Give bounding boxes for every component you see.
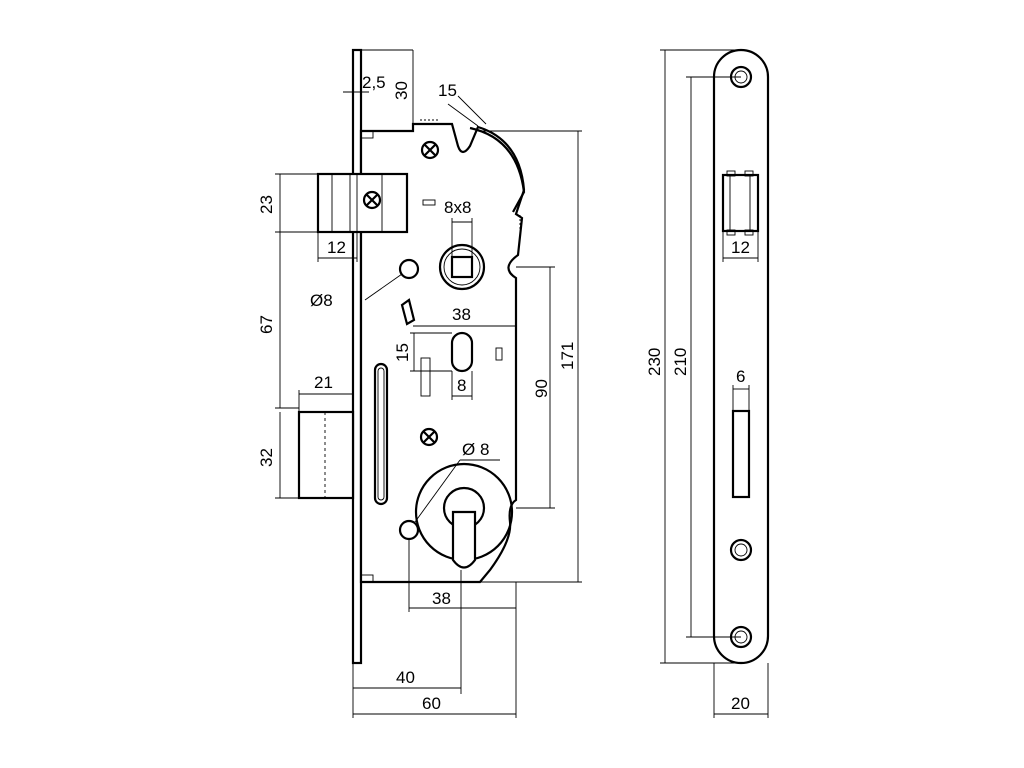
dim-centre-distance: 90 [532, 379, 551, 398]
dim-latch-height: 23 [257, 195, 276, 214]
dim-slot-width: 8 [457, 376, 466, 395]
dim-front-width: 20 [731, 694, 750, 713]
screw-top [420, 140, 440, 160]
front-dimensions [660, 49, 769, 718]
front-faceplate [712, 48, 770, 665]
spindle-hub [438, 243, 486, 291]
dim-front-bolt-width: 6 [736, 367, 745, 386]
dim-latch-angle: 15 [438, 81, 457, 100]
front-bolt-opening [731, 409, 751, 499]
dead-bolt [297, 410, 355, 500]
dim-faceplate-thickness: 2,5 [362, 73, 386, 92]
lower-hole [398, 519, 420, 541]
front-view [712, 48, 770, 665]
dim-backset: 40 [396, 668, 415, 687]
faceplate [351, 48, 363, 665]
oval-slot [450, 331, 474, 373]
dim-hole-upper: Ø8 [310, 291, 333, 310]
dim-latch-depth: 12 [327, 238, 346, 257]
dim-cylinder-hole: Ø 8 [462, 440, 489, 459]
dim-case-height: 171 [558, 342, 577, 370]
front-latch-opening [721, 170, 760, 236]
dim-cylinder-offset: 38 [432, 589, 451, 608]
dim-bolt-height: 32 [257, 448, 276, 467]
side-dimensions [275, 49, 582, 718]
dim-spindle-offset: 38 [452, 305, 471, 324]
latch-bolt [316, 172, 409, 234]
front-screw-hole-middle [729, 538, 753, 562]
dim-spindle: 8x8 [444, 198, 471, 217]
side-view [297, 48, 526, 665]
dim-bolt-projection: 21 [314, 373, 333, 392]
upper-hole [398, 258, 420, 280]
dim-top-offset: 30 [392, 81, 411, 100]
dim-slot-height: 15 [393, 343, 412, 362]
dim-front-total: 230 [645, 348, 664, 376]
dim-front-holes: 210 [671, 348, 690, 376]
dim-spacing-67: 67 [257, 315, 276, 334]
dim-front-latch-width: 12 [731, 238, 750, 257]
cylinder-profile [414, 462, 514, 569]
screw-lower [419, 427, 439, 447]
dim-case-depth: 60 [422, 694, 441, 713]
long-slot [373, 362, 389, 506]
screw-latch [362, 190, 382, 210]
